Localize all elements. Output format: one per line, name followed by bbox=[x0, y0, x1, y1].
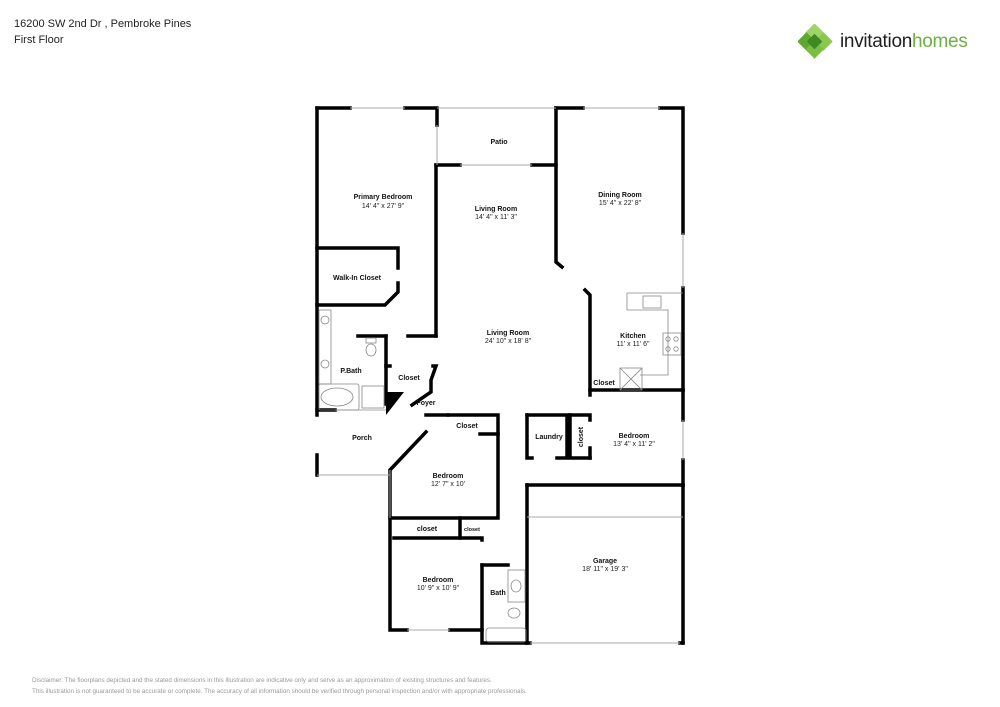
svg-text:15' 4" x 22' 8": 15' 4" x 22' 8" bbox=[599, 200, 642, 207]
room-primary-bedroom: Primary Bedroom bbox=[354, 194, 413, 201]
room-closet-foyer: Closet bbox=[398, 375, 420, 382]
invitation-homes-logo: invitationhomes bbox=[798, 24, 968, 60]
room-walk-in-closet: Walk-In Closet bbox=[333, 275, 382, 282]
room-bedroom-right: Bedroom bbox=[619, 433, 650, 440]
room-bath: Bath bbox=[490, 590, 506, 597]
room-labels: Patio Primary Bedroom 14' 4" x 27' 9" Li… bbox=[333, 139, 655, 597]
room-closet-bed4: closet bbox=[417, 526, 438, 533]
walls bbox=[315, 106, 685, 645]
room-living-room-main: Living Room bbox=[487, 330, 529, 337]
room-dining-room: Dining Room bbox=[598, 192, 642, 199]
column-marker bbox=[386, 392, 404, 415]
floor-label: First Floor bbox=[14, 34, 64, 46]
disclaimer: Disclaimer: The floorplans depicted and … bbox=[32, 677, 527, 695]
fixtures bbox=[318, 292, 683, 643]
green-diamond-cluster-icon bbox=[798, 24, 833, 59]
logo-wordmark: invitationhomes bbox=[840, 31, 968, 52]
svg-text:13' 4" x 11' 2": 13' 4" x 11' 2" bbox=[613, 441, 655, 448]
room-closet-kitchen: Closet bbox=[593, 380, 615, 387]
room-living-room-upper: Living Room bbox=[475, 206, 517, 213]
room-closet-small: closet bbox=[464, 527, 480, 533]
address-title: 16200 SW 2nd Dr , Pembroke Pines bbox=[14, 18, 192, 30]
room-bedroom-lower: Bedroom bbox=[423, 577, 454, 584]
room-kitchen: Kitchen bbox=[620, 333, 646, 340]
room-patio: Patio bbox=[490, 139, 507, 146]
room-closet-bed2: Closet bbox=[456, 423, 478, 430]
room-porch: Porch bbox=[352, 435, 372, 442]
svg-text:12' 7" x 10': 12' 7" x 10' bbox=[431, 481, 465, 488]
room-p-bath: P.Bath bbox=[340, 368, 361, 375]
svg-text:14' 4" x 11' 3": 14' 4" x 11' 3" bbox=[475, 214, 517, 221]
room-laundry: Laundry bbox=[535, 434, 563, 441]
svg-text:18' 11" x 19' 3": 18' 11" x 19' 3" bbox=[582, 566, 628, 573]
svg-text:11' x 11' 6": 11' x 11' 6" bbox=[617, 341, 650, 348]
svg-text:14' 4" x 27' 9": 14' 4" x 27' 9" bbox=[362, 203, 405, 210]
room-bedroom-middle: Bedroom bbox=[433, 473, 464, 480]
svg-text:24' 10" x 18' 8": 24' 10" x 18' 8" bbox=[485, 338, 532, 345]
room-garage: Garage bbox=[593, 558, 617, 565]
svg-text:10' 9" x 10' 9": 10' 9" x 10' 9" bbox=[417, 585, 460, 592]
room-foyer: Foyer bbox=[416, 400, 435, 407]
windows-thin-walls bbox=[317, 107, 684, 644]
room-closet-bed3: closet bbox=[578, 426, 585, 447]
page-header: 16200 SW 2nd Dr , Pembroke Pines First F… bbox=[14, 16, 191, 48]
